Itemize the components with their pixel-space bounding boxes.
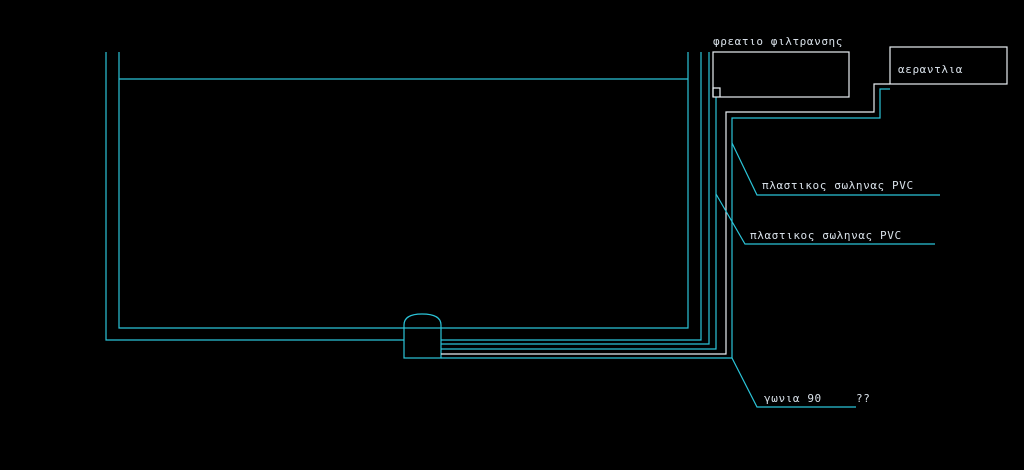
elbow-question-marks: ?? (856, 392, 870, 405)
pvc-pipe-leader-1 (731, 142, 940, 196)
air-pump: αεραντλια (889, 46, 1008, 85)
pipe-2-outer (441, 97, 717, 350)
drain-box (403, 327, 442, 359)
filter-chamber-label: φρεατιο φιλτρανσης (713, 35, 843, 48)
pipe-1-outer (441, 52, 710, 345)
tank (105, 52, 702, 341)
pipe-3 (441, 83, 890, 355)
filter-chamber-box (712, 51, 850, 98)
pvc-pipe-label-2: πλαστικος σωληνας PVC (750, 229, 902, 242)
pipe-4 (441, 88, 890, 359)
filter-chamber: φρεατιο φιλτρανσης (712, 35, 850, 98)
air-pump-label: αεραντλια (898, 63, 963, 76)
pvc-pipe-callout-2: πλαστικος σωληνας PVC (715, 193, 935, 245)
tank-outer-wall (105, 52, 404, 341)
elbow-label: γωνια 90 (764, 392, 822, 405)
pvc-pipes (441, 52, 890, 359)
air-pump-box (889, 46, 1008, 85)
tank-inner-wall-right (441, 52, 689, 329)
pvc-pipe-leader-2 (715, 193, 935, 245)
pipe-into-filter (712, 87, 721, 97)
elbow-leader (731, 357, 856, 408)
pvc-pipe-callout-1: πλαστικος σωληνας PVC (731, 142, 940, 196)
elbow-callout: γωνια 90 ?? (731, 357, 870, 408)
pvc-pipe-label-1: πλαστικος σωληνας PVC (762, 179, 914, 192)
tank-outer-wall-right (441, 52, 702, 341)
drain-dome (403, 313, 442, 328)
tank-inner-wall (118, 52, 404, 329)
bottom-drain (403, 313, 442, 359)
